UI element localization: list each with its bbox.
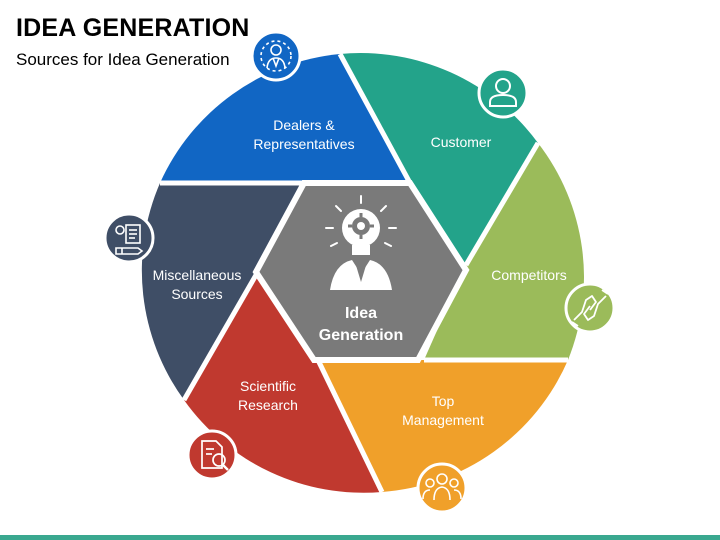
segment-competitors[interactable] <box>424 143 585 360</box>
segment-label-top: Top <box>432 393 455 409</box>
segment-label-miscellaneous: Miscellaneous <box>153 267 242 283</box>
page-subtitle: Sources for Idea Generation <box>16 50 230 69</box>
segment-dealers-representatives[interactable] <box>160 54 410 183</box>
miscellaneous-tools-icon[interactable] <box>103 212 155 264</box>
handshake-arm-wrestle-icon[interactable] <box>564 282 616 334</box>
center-label-line2: Generation <box>319 327 403 344</box>
segment-label-representatives: Representatives <box>253 136 354 152</box>
segment-label-sources: Sources <box>171 286 222 302</box>
research-document-search-icon[interactable] <box>186 429 238 481</box>
bottom-accent-bar <box>0 535 720 540</box>
segment-label-customer: Customer <box>431 134 492 150</box>
center-label-line1: Idea <box>345 305 377 322</box>
segment-scientific-research[interactable] <box>184 275 382 493</box>
customer-user-icon[interactable] <box>477 67 529 119</box>
segment-top-management[interactable] <box>318 360 568 492</box>
segment-label-research: Research <box>238 397 298 413</box>
management-group-icon[interactable] <box>416 462 468 514</box>
segment-label-management: Management <box>402 412 484 428</box>
segment-label-dealers: Dealers & <box>273 117 335 133</box>
segment-label-scientific: Scientific <box>240 378 296 394</box>
segment-dividers <box>160 52 568 494</box>
segment-miscellaneous-sources[interactable] <box>141 183 304 400</box>
lightbulb-gear-person-icon <box>325 195 397 290</box>
dealer-representative-icon[interactable] <box>250 30 302 82</box>
page-title: IDEA GENERATION <box>16 14 250 42</box>
segment-label-competitors: Competitors <box>491 267 566 283</box>
